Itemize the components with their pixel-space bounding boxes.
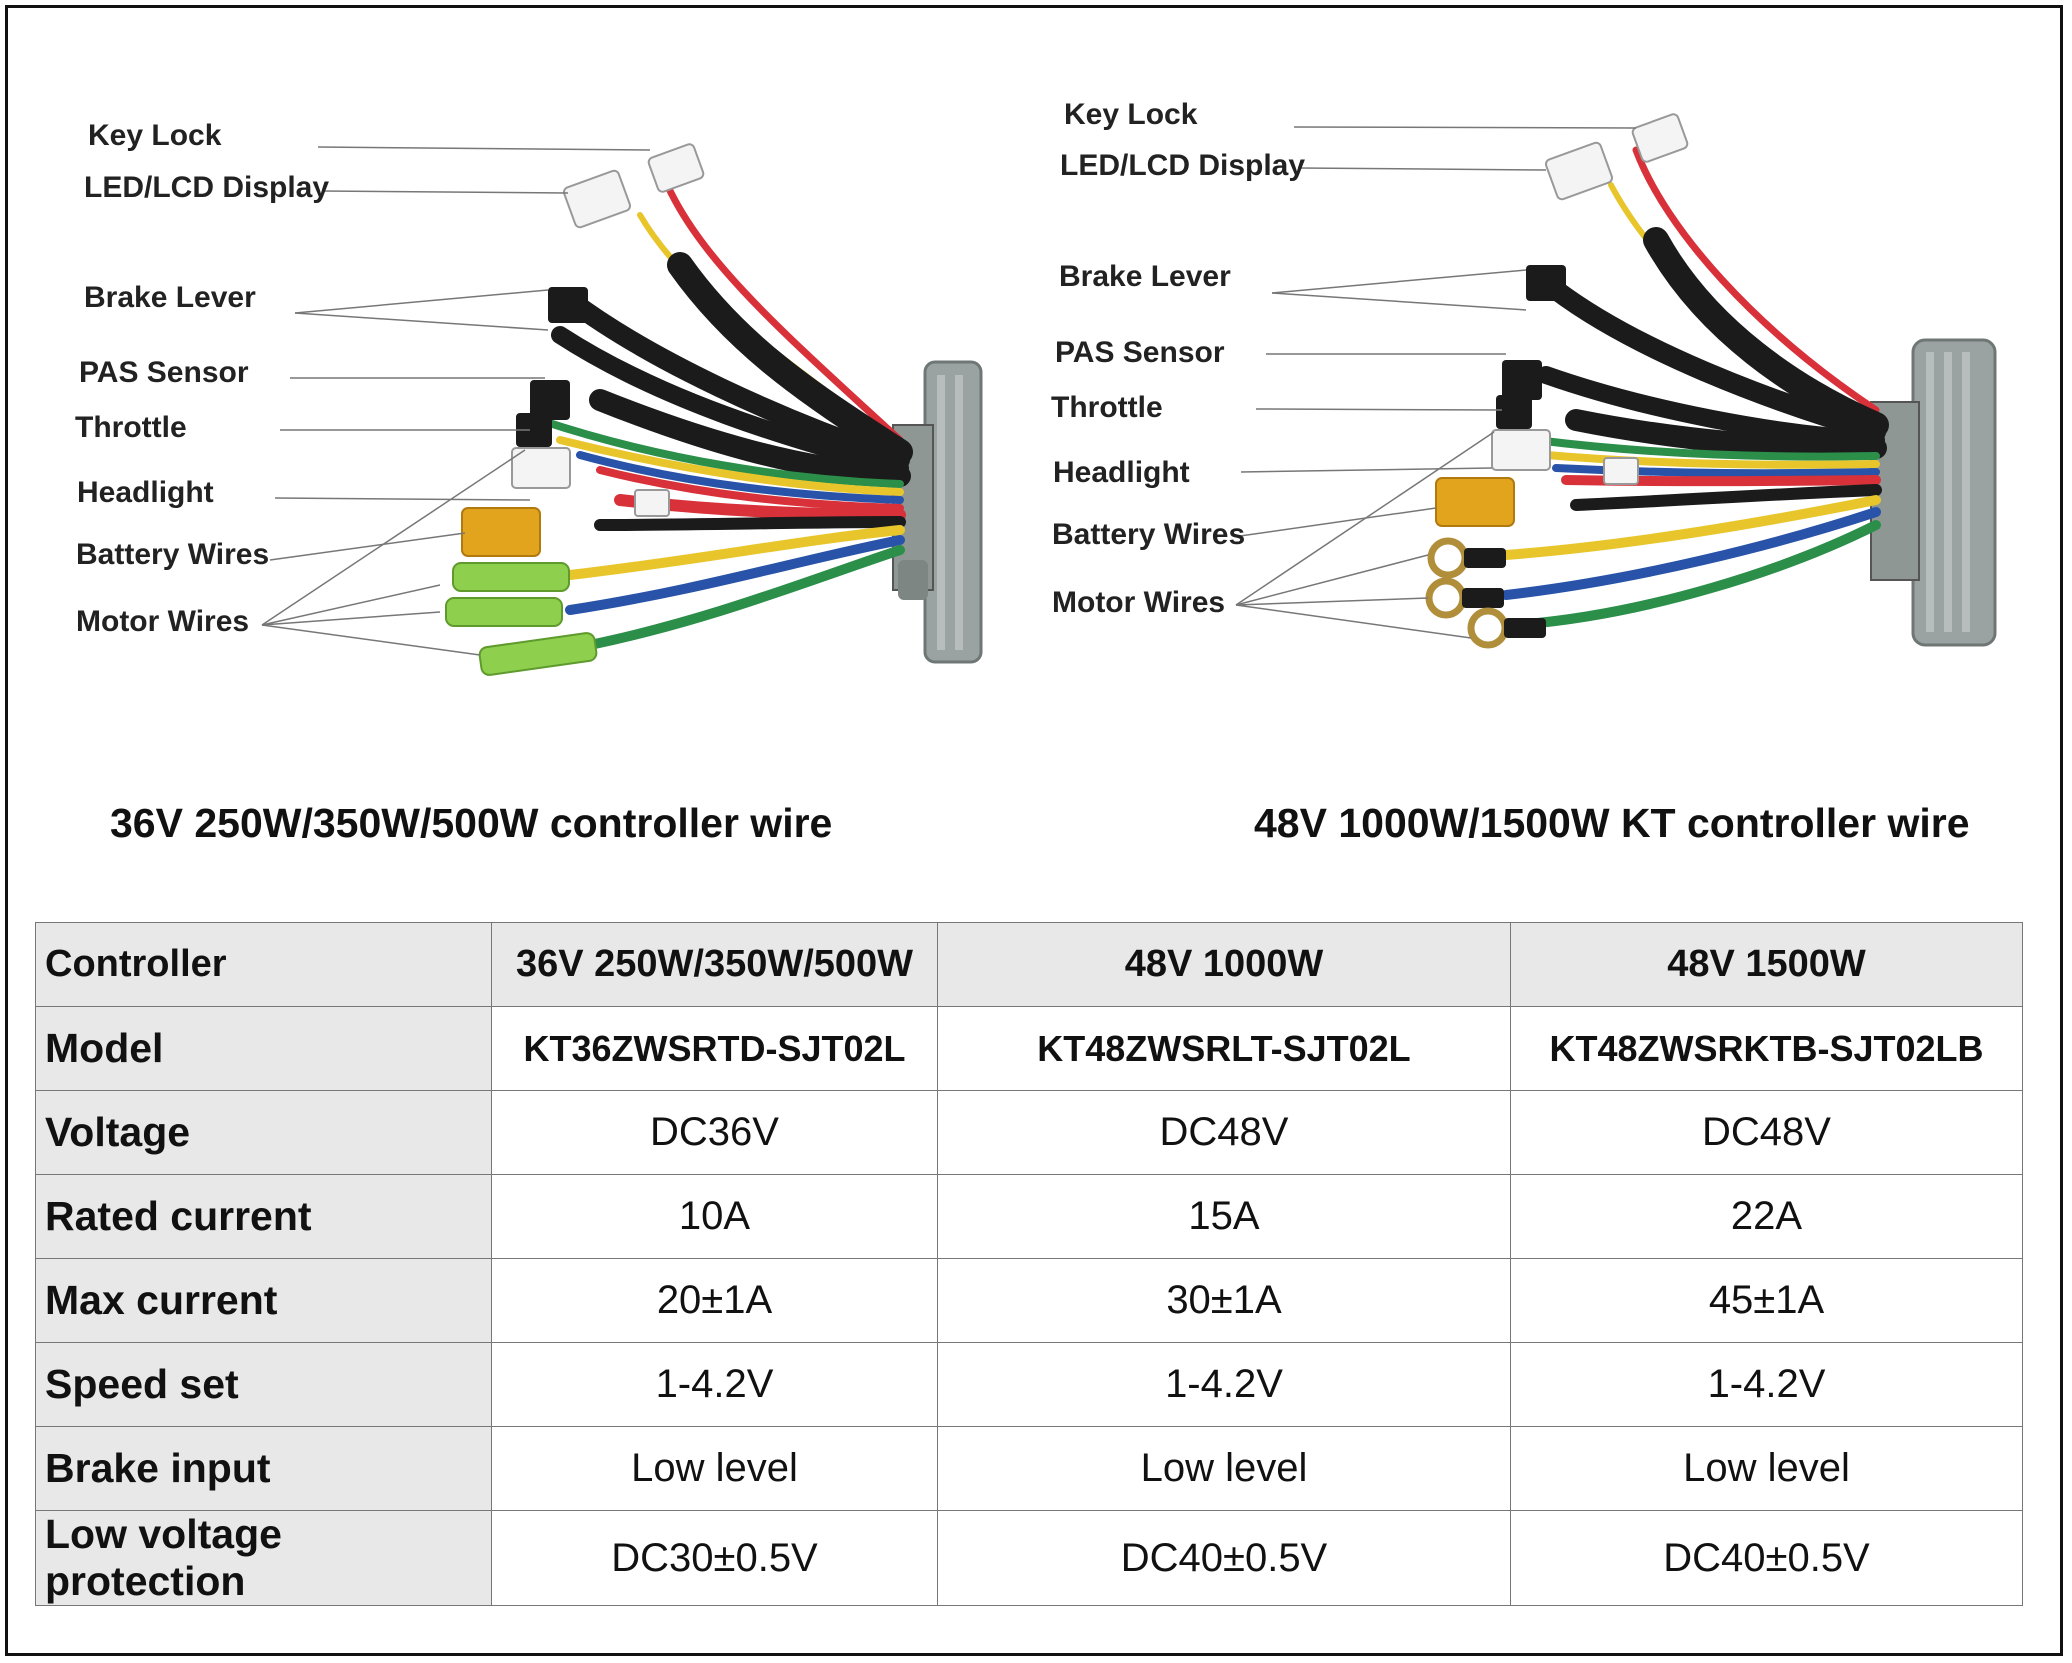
table-cell: 30±1A xyxy=(937,1258,1511,1343)
table-cell: KT36ZWSRTD-SJT02L xyxy=(491,1006,938,1091)
label-throttle: Throttle xyxy=(1051,391,1163,424)
table-row: Speed set 1-4.2V 1-4.2V 1-4.2V xyxy=(35,1342,2023,1427)
table-cell: 1-4.2V xyxy=(491,1342,938,1427)
table-cell: 1-4.2V xyxy=(937,1342,1511,1427)
table-cell: DC40±0.5V xyxy=(937,1510,1511,1606)
table-cell: 22A xyxy=(1510,1174,2023,1259)
label-key-lock: Key Lock xyxy=(1064,98,1198,131)
page-frame xyxy=(5,5,2063,1656)
table-row-label: Max current xyxy=(35,1258,492,1343)
table-cell: 10A xyxy=(491,1174,938,1259)
table-header-cell: 48V 1000W xyxy=(937,922,1511,1007)
label-motor-wires: Motor Wires xyxy=(76,605,249,638)
left-wiring-diagram: Key Lock LED/LCD Display Brake Lever PAS… xyxy=(0,0,1036,720)
table-cell: Low level xyxy=(1510,1426,2023,1511)
table-header-cell: Controller xyxy=(35,922,492,1007)
table-cell: Low level xyxy=(491,1426,938,1511)
table-header-row: Controller 36V 250W/350W/500W 48V 1000W … xyxy=(35,922,2023,1007)
label-led-lcd-display: LED/LCD Display xyxy=(84,171,329,204)
label-pas-sensor: PAS Sensor xyxy=(1055,336,1225,369)
right-diagram-caption: 48V 1000W/1500W KT controller wire xyxy=(1254,800,1970,846)
table-cell: DC30±0.5V xyxy=(491,1510,938,1606)
table-cell: DC36V xyxy=(491,1090,938,1175)
table-cell: DC48V xyxy=(1510,1090,2023,1175)
label-led-lcd-display: LED/LCD Display xyxy=(1060,149,1305,182)
label-pas-sensor: PAS Sensor xyxy=(79,356,249,389)
table-row: Max current 20±1A 30±1A 45±1A xyxy=(35,1258,2023,1343)
table-row: Voltage DC36V DC48V DC48V xyxy=(35,1090,2023,1175)
connectors xyxy=(445,143,705,676)
table-row-label: Voltage xyxy=(35,1090,492,1175)
label-battery-wires: Battery Wires xyxy=(76,538,269,571)
controller-housing xyxy=(892,360,983,664)
table-row-label: Brake input xyxy=(35,1426,492,1511)
table-row-label: Rated current xyxy=(35,1174,492,1259)
table-cell: 1-4.2V xyxy=(1510,1342,2023,1427)
table-cell: DC40±0.5V xyxy=(1510,1510,2023,1606)
table-cell: DC48V xyxy=(937,1090,1511,1175)
label-headlight: Headlight xyxy=(77,476,214,509)
label-headlight: Headlight xyxy=(1053,456,1190,489)
right-wiring-diagram: Key Lock LED/LCD Display Brake Lever PAS… xyxy=(1036,0,2072,720)
wire-bundle xyxy=(536,176,913,650)
table-cell: Low level xyxy=(937,1426,1511,1511)
table-row-label: Speed set xyxy=(35,1342,492,1427)
table-row: Brake input Low level Low level Low leve… xyxy=(35,1426,2023,1511)
wire-bundle xyxy=(1501,146,1889,630)
leader-lines xyxy=(1235,126,1637,639)
table-cell: KT48ZWSRKTB-SJT02LB xyxy=(1510,1006,2023,1091)
table-row: Low voltage protection DC30±0.5V DC40±0.… xyxy=(35,1510,2023,1606)
table-cell: KT48ZWSRLT-SJT02L xyxy=(937,1006,1511,1091)
connectors xyxy=(1425,113,1689,649)
label-battery-wires: Battery Wires xyxy=(1052,518,1245,551)
table-row: Rated current 10A 15A 22A xyxy=(35,1174,2023,1259)
label-brake-lever: Brake Lever xyxy=(1059,260,1231,293)
controller-housing xyxy=(1870,338,1997,647)
table-row-label: Model xyxy=(35,1006,492,1091)
table-header-cell: 36V 250W/350W/500W xyxy=(491,922,938,1007)
label-brake-lever: Brake Lever xyxy=(84,281,256,314)
table-cell: 15A xyxy=(937,1174,1511,1259)
table-row: Model KT36ZWSRTD-SJT02L KT48ZWSRLT-SJT02… xyxy=(35,1006,2023,1091)
label-throttle: Throttle xyxy=(75,411,187,444)
table-cell: 20±1A xyxy=(491,1258,938,1343)
table-row-label: Low voltage protection xyxy=(35,1510,492,1606)
left-diagram-caption: 36V 250W/350W/500W controller wire xyxy=(110,800,833,846)
table-header-cell: 48V 1500W xyxy=(1510,922,2023,1007)
label-motor-wires: Motor Wires xyxy=(1052,586,1225,619)
table-cell: 45±1A xyxy=(1510,1258,2023,1343)
spec-table: Controller 36V 250W/350W/500W 48V 1000W … xyxy=(35,922,2023,1606)
label-key-lock: Key Lock xyxy=(88,119,222,152)
leader-lines xyxy=(261,146,651,656)
